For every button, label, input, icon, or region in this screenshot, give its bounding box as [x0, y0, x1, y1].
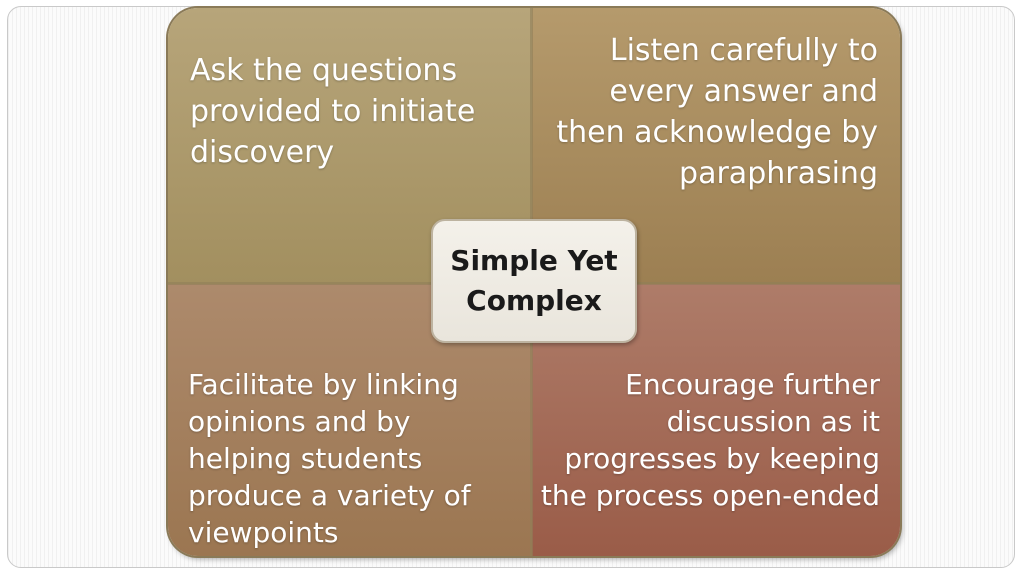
quadrant-top-left-text: Ask the questions provided to initiate d… [190, 53, 476, 170]
quadrant-bottom-right-text: Encourage further discussion as it progr… [540, 368, 880, 512]
quadrant-top-right-text: Listen carefully to every answer and the… [556, 33, 878, 191]
quadrant-bottom-left-text: Facilitate by linking opinions and by he… [188, 368, 471, 549]
center-label: Simple Yet Complex [450, 244, 618, 317]
center-box: Simple Yet Complex [431, 219, 637, 343]
